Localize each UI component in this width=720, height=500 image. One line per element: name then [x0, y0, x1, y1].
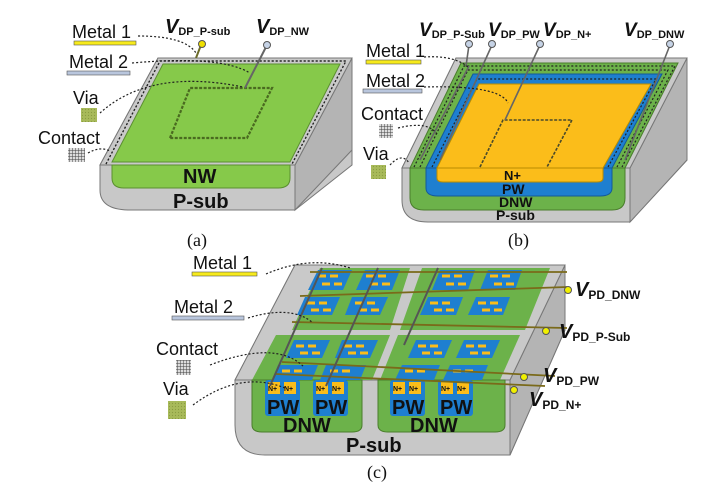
terminal-pd-nplus-pin[interactable] [510, 386, 518, 394]
region-nplus: N+ [316, 386, 325, 393]
legend-metal1-swatch [73, 40, 137, 46]
region-pw: PW [502, 181, 525, 197]
legend-metal1-label: Metal 1 [366, 41, 425, 61]
terminal-pd-dnw-label: VPD_DNW [575, 279, 641, 302]
region-pw: PW [315, 397, 347, 419]
legend-contact-label: Contact [361, 104, 423, 124]
metal-lines [275, 271, 568, 387]
nw-contact-ring [168, 86, 274, 140]
legend-contact-swatch [176, 360, 191, 375]
nplus-contacts [268, 382, 469, 394]
region-dnw: DNW [283, 415, 331, 437]
legend-metal1-swatch [191, 271, 258, 277]
region-nplus: N+ [284, 386, 293, 393]
region-nplus: N+ [457, 386, 466, 393]
region-dnw: DNW [499, 194, 533, 210]
legend-contact-label: Contact [38, 128, 100, 148]
region-psub: P-sub [496, 207, 535, 223]
metal2-lines [269, 267, 439, 387]
nplus-contact-ring [479, 119, 574, 168]
legend-via-label: Via [163, 379, 190, 399]
legend-metal1-label: Metal 1 [72, 22, 131, 42]
legend-metal1-swatch [365, 59, 422, 65]
legend-contact-swatch [68, 148, 85, 162]
nw-top [111, 63, 341, 163]
terminal-dp-psub-label: VDP_P-sub [165, 16, 231, 38]
dnw-top-2 [400, 268, 550, 330]
terminal-dp-nw-label: VDP_NW [256, 16, 310, 38]
region-nw: NW [183, 166, 216, 188]
terminal-dp-dnw-label: VDP_DNW [624, 20, 685, 41]
panel-b: N+ PW DNW P-sub Metal 1 Metal 2 Contact … [361, 20, 688, 251]
region-pw: PW [440, 397, 472, 419]
caption-b: (b) [508, 230, 529, 251]
terminal-pd-pw-label: VPD_PW [543, 365, 600, 388]
nplus-front [436, 167, 604, 183]
region-nplus: N+ [393, 386, 402, 393]
nw-front [111, 164, 291, 189]
caption-c: (c) [367, 462, 387, 483]
terminal-pd-psub-pin[interactable] [542, 327, 550, 335]
region-psub: P-sub [173, 191, 229, 213]
terminal-dp-nplus-label: VDP_N+ [543, 20, 591, 41]
terminal-dp-pw-pin[interactable] [488, 40, 496, 48]
legend-contact-swatch [379, 124, 393, 138]
legend-metal2-label: Metal 2 [366, 71, 425, 91]
legend-via-swatch [168, 401, 186, 419]
terminal-pd-dnw-pin[interactable] [564, 286, 572, 294]
region-nplus: N+ [332, 386, 341, 393]
panel-a: NW P-sub Metal 1 Metal 2 Via Contact VDP… [38, 16, 353, 251]
terminal-dp-nplus-pin[interactable] [536, 40, 544, 48]
region-nplus: N+ [409, 386, 418, 393]
legend-metal2-swatch [171, 315, 245, 321]
terminal-dp-dnw-pin[interactable] [666, 40, 674, 48]
legend-via-label: Via [73, 88, 100, 108]
terminal-pd-pw-pin[interactable] [520, 373, 528, 381]
region-dnw: DNW [410, 415, 458, 437]
region-pw: PW [267, 397, 299, 419]
legend-via-label: Via [363, 144, 390, 164]
region-psub: P-sub [346, 435, 402, 457]
panel-c: N+ N+ N+ N+ N+ N+ N+ N+ [156, 253, 641, 483]
legend-metal2-swatch [66, 70, 131, 76]
legend-metal2-swatch [362, 88, 423, 94]
region-nplus: N+ [268, 386, 277, 393]
caption-a: (a) [187, 230, 207, 251]
legend-contact-label: Contact [156, 339, 218, 359]
legend-via-swatch [81, 108, 97, 122]
terminal-dp-nw-pin[interactable] [263, 41, 271, 49]
region-nplus: N+ [504, 168, 521, 183]
terminal-dp-pw-label: VDP_PW [488, 20, 540, 41]
region-pw: PW [392, 397, 424, 419]
legend-via-swatch [371, 165, 386, 179]
terminal-dp-psub-label: VDP_P-Sub [419, 20, 485, 41]
region-nplus: N+ [441, 386, 450, 393]
terminal-pd-psub-label: VPD_P-Sub [559, 321, 630, 344]
terminal-dp-psub-pin[interactable] [465, 40, 473, 48]
legend-metal2-label: Metal 2 [69, 52, 128, 72]
legend-metal2-label: Metal 2 [174, 297, 233, 317]
terminal-pd-nplus-label: VPD_N+ [529, 389, 581, 412]
legend-metal1-label: Metal 1 [193, 253, 252, 273]
terminal-dp-psub-pin[interactable] [198, 40, 206, 48]
